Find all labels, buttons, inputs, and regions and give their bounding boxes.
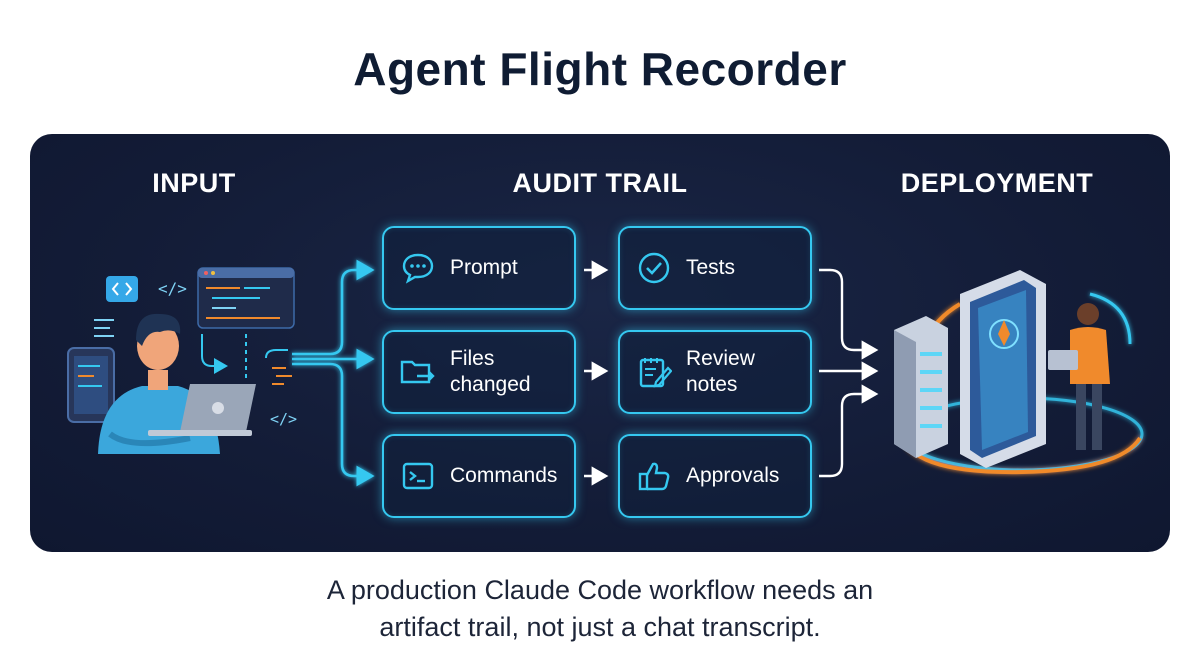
input-heading: INPUT <box>152 168 236 198</box>
card-label: Tests <box>686 256 736 279</box>
card-label: Commands <box>450 464 558 487</box>
terminal-icon <box>398 456 438 496</box>
card-files-changed: Files changed <box>382 330 576 414</box>
caption: A production Claude Code workflow needs … <box>0 572 1200 646</box>
chat-bubble-icon <box>398 248 438 288</box>
card-approvals: Approvals <box>618 434 812 518</box>
card-review-notes: Review notes <box>618 330 812 414</box>
folder-arrow-icon <box>398 352 438 392</box>
svg-text:</>: </> <box>270 410 297 428</box>
card-label: Files changed <box>450 347 531 396</box>
phone-device-icon <box>960 270 1046 468</box>
caption-line-1: A production Claude Code workflow needs … <box>326 575 874 605</box>
server-rack-icon <box>894 316 948 458</box>
code-bubble-icon <box>106 276 138 302</box>
deployment-heading: DEPLOYMENT <box>900 168 1094 198</box>
card-commands: Commands <box>382 434 576 518</box>
notepad-pencil-icon <box>634 352 674 392</box>
deployment-illustration <box>894 270 1144 475</box>
developer-illustration: </> <box>67 267 297 454</box>
diagram-panel: </> <box>30 134 1170 552</box>
tablet-icon <box>67 347 115 423</box>
code-window-icon <box>197 267 295 329</box>
audit-trail-heading: AUDIT TRAIL <box>512 168 688 198</box>
laptop-icon <box>148 384 256 436</box>
check-circle-icon <box>634 248 674 288</box>
thumbs-up-icon <box>634 456 674 496</box>
operator-person <box>1048 303 1110 450</box>
caption-line-2: artifact trail, not just a chat transcri… <box>379 612 821 642</box>
flow-connectors <box>292 259 879 487</box>
page-title: Agent Flight Recorder <box>353 43 847 95</box>
card-tests: Tests <box>618 226 812 310</box>
svg-text:</>: </> <box>158 279 187 298</box>
card-label: Review notes <box>686 347 755 396</box>
card-prompt: Prompt <box>382 226 576 310</box>
card-label: Prompt <box>450 256 518 279</box>
card-label: Approvals <box>686 464 780 487</box>
